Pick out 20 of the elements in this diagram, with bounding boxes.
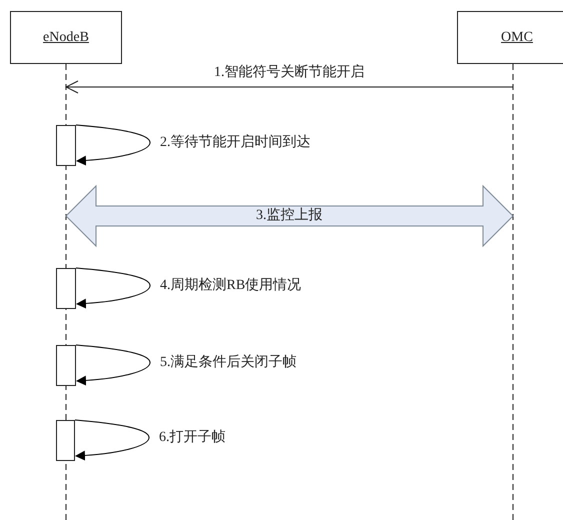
message-label: 3.监控上报 <box>256 208 322 224</box>
activation-box <box>56 345 76 386</box>
message-arrow <box>66 80 514 94</box>
block-arrow <box>65 184 514 248</box>
message-label: 6.打开子帧 <box>159 430 226 446</box>
message-label: 5.满足条件后关闭子帧 <box>160 355 296 371</box>
participant-box <box>10 11 122 64</box>
participant-name: OMC <box>501 30 533 46</box>
self-message-arrow <box>74 420 150 460</box>
activation-box <box>56 125 76 166</box>
message-label: 4.周期检测RB使用情况 <box>160 278 302 294</box>
participant-name: eNodeB <box>43 30 89 46</box>
participant-box <box>457 11 563 64</box>
self-message-arrow <box>76 344 150 386</box>
activation-box <box>56 268 76 309</box>
message-label: 2.等待节能开启时间到达 <box>160 135 310 151</box>
activation-box <box>56 420 75 461</box>
message-label: 1.智能符号关断节能开启 <box>214 65 364 81</box>
self-message-arrow <box>76 124 150 166</box>
self-message-arrow <box>76 268 150 308</box>
